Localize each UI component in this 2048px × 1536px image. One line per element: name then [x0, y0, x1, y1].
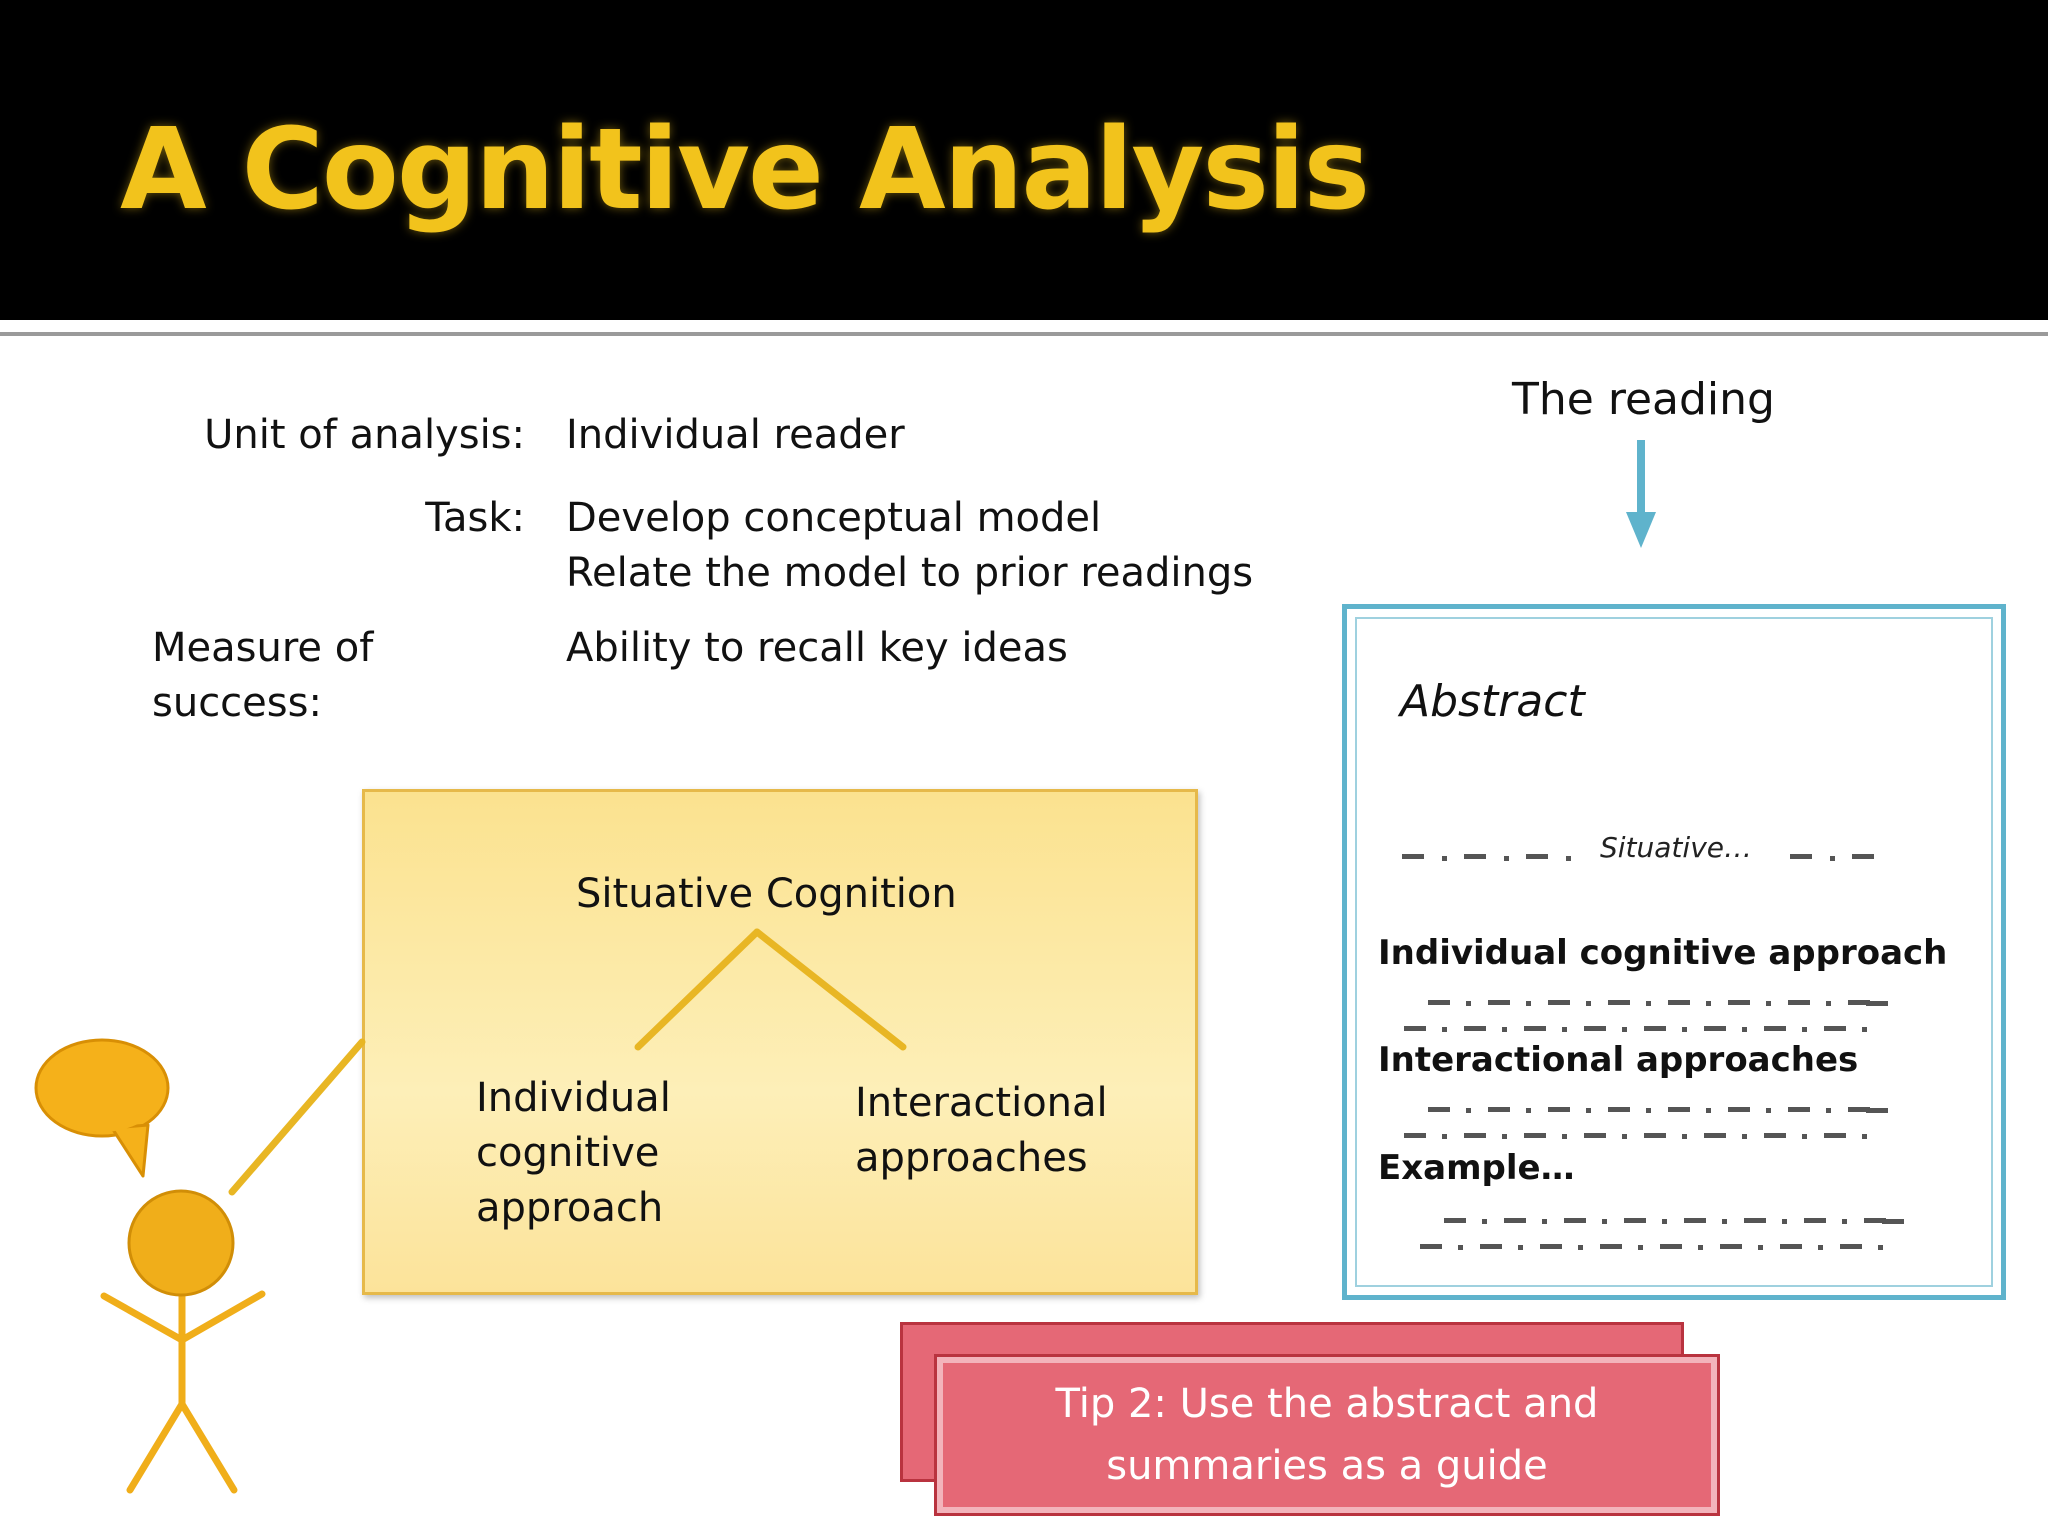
diagram-right-label-2: approaches: [855, 1135, 1088, 1181]
diagram-right-label-1: Interactional: [855, 1080, 1108, 1126]
connector-line: [228, 1038, 366, 1196]
abstract-document: [1342, 604, 2006, 1300]
diagram-left-label-2: cognitive: [476, 1130, 660, 1176]
abstract-heading-individual: Individual cognitive approach: [1378, 933, 1948, 973]
diagram-root-label: Situative Cognition: [576, 871, 957, 917]
diagram-left-label-1: Individual: [476, 1075, 671, 1121]
unit-label: Unit of analysis:: [204, 412, 525, 458]
down-arrow-icon: [1626, 440, 1656, 548]
abstract-heading-example: Example…: [1378, 1148, 1575, 1188]
measure-label-1: Measure of: [152, 625, 374, 671]
tip-line-2: summaries as a guide: [1106, 1443, 1548, 1489]
slide-title: A Cognitive Analysis: [120, 105, 1370, 235]
unit-value: Individual reader: [566, 412, 905, 458]
abstract-inner-border: [1355, 617, 1993, 1287]
tip-text: Tip 2: Use the abstract and summaries as…: [957, 1373, 1697, 1497]
title-divider: [0, 332, 2048, 336]
task-label: Task:: [425, 495, 525, 541]
abstract-situative: Situative…: [1600, 831, 1752, 864]
abstract-title: Abstract: [1400, 676, 1585, 727]
stick-figure-head: [127, 1189, 235, 1297]
title-bar: A Cognitive Analysis: [0, 0, 2048, 320]
stick-figure-icon: [100, 1286, 266, 1494]
reading-label: The reading: [1512, 374, 1775, 425]
speech-bubble-icon: [34, 1038, 170, 1178]
task-value-2: Relate the model to prior readings: [566, 550, 1254, 596]
abstract-heading-interactional: Interactional approaches: [1378, 1040, 1859, 1080]
diagram-left-label-3: approach: [476, 1185, 664, 1231]
measure-value: Ability to recall key ideas: [566, 625, 1068, 671]
task-value-1: Develop conceptual model: [566, 495, 1102, 541]
tip-card: Tip 2: Use the abstract and summaries as…: [934, 1354, 1720, 1516]
measure-label-2: success:: [152, 680, 322, 726]
tip-line-1: Tip 2: Use the abstract and: [1055, 1381, 1599, 1427]
